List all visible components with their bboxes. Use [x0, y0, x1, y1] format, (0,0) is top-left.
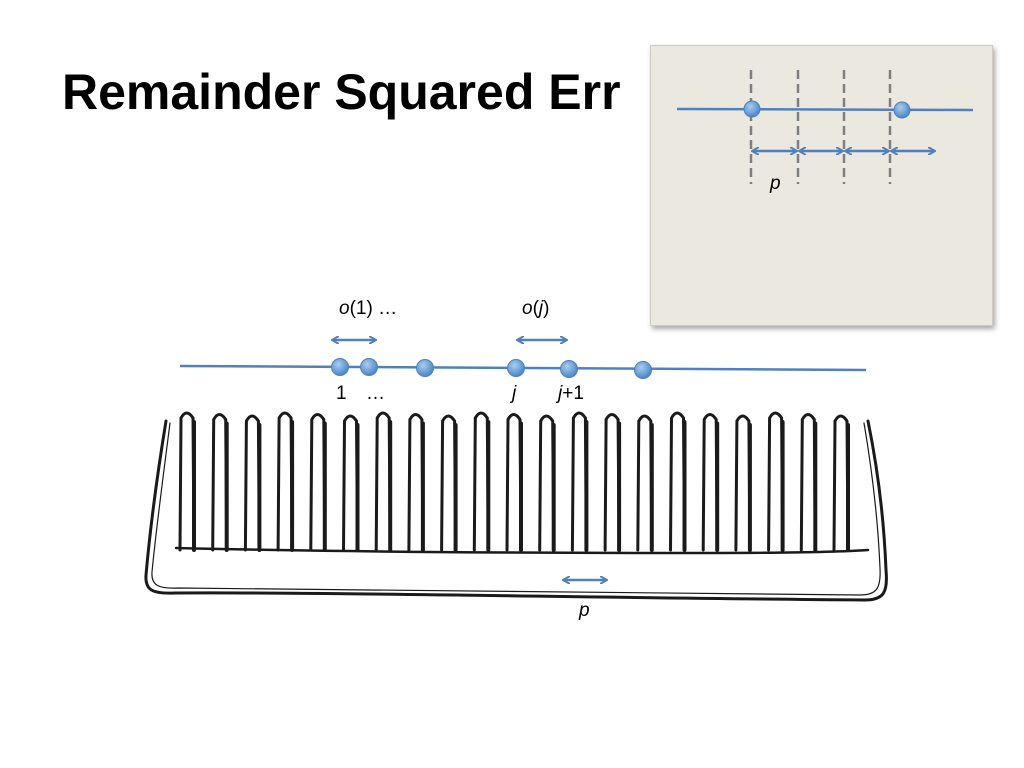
- comb-tooth: [701, 413, 719, 552]
- point-label-j: j: [509, 383, 517, 404]
- comb-tooth: [603, 413, 621, 552]
- timeline-point: [331, 358, 349, 376]
- comb-tooth: [178, 411, 196, 552]
- timeline-point: [416, 359, 434, 377]
- comb-tooth: [276, 411, 294, 552]
- inset-panel: p: [650, 45, 993, 326]
- offset-label-j: o(j): [522, 298, 549, 319]
- inset-point: [743, 100, 761, 118]
- timeline-point: [507, 359, 525, 377]
- comb-teeth: [178, 411, 850, 552]
- comb-tooth: [243, 414, 261, 552]
- point-label-1: 1: [336, 383, 347, 404]
- comb-tooth: [538, 414, 556, 552]
- comb-tooth: [734, 414, 752, 552]
- comb-tooth: [767, 411, 785, 552]
- comb-tooth: [342, 414, 359, 552]
- slide-title: Remainder Squared Err: [62, 64, 621, 120]
- timeline-point: [360, 358, 378, 376]
- comb-period-label: p: [578, 600, 590, 621]
- timeline-point: [634, 361, 652, 379]
- comb-tooth: [636, 414, 654, 552]
- point-label-j-plus-1: j+1: [555, 383, 584, 404]
- comb-tooth: [374, 411, 392, 552]
- comb-tooth: [440, 414, 458, 552]
- inset-period-label: p: [769, 173, 781, 194]
- comb-tooth: [505, 413, 523, 552]
- comb-tooth: [407, 413, 425, 552]
- comb-sketch-icon: [144, 411, 888, 602]
- comb-tooth: [472, 411, 490, 552]
- inset-diagram: p: [676, 70, 974, 194]
- comb-tooth: [570, 411, 588, 552]
- inset-point: [893, 101, 911, 119]
- comb-tooth: [832, 414, 850, 552]
- comb-tooth: [669, 411, 686, 552]
- point-label-ellipsis: …: [366, 383, 385, 404]
- comb-tooth: [211, 413, 229, 552]
- comb-tooth: [799, 413, 817, 552]
- inset-timeline-line: [676, 107, 974, 112]
- comb-tooth: [309, 413, 327, 552]
- timeline-point: [560, 360, 578, 378]
- offset-label-first: o(1) …: [339, 298, 397, 319]
